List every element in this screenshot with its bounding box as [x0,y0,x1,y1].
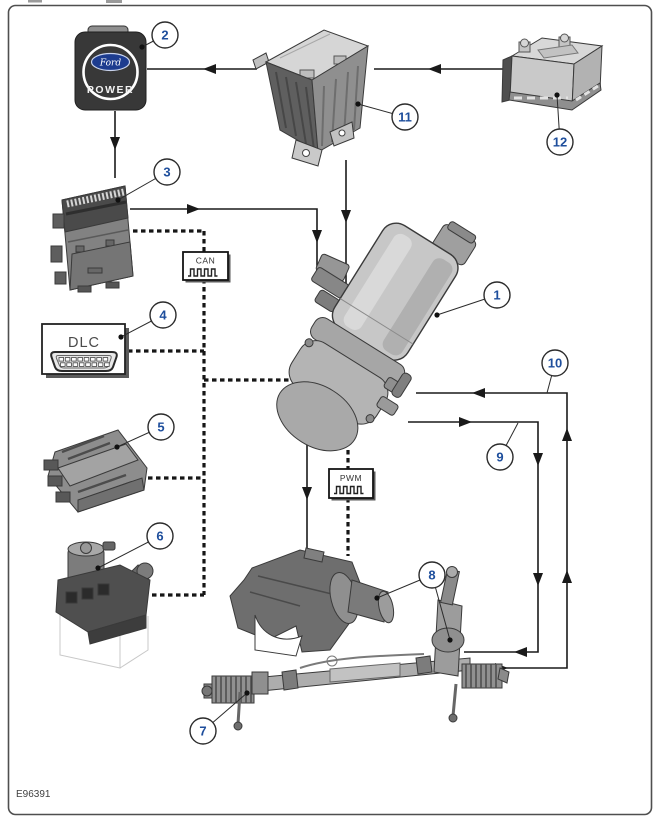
svg-text:7: 7 [199,724,206,739]
svg-text:1: 1 [493,288,500,303]
svg-text:10: 10 [548,356,562,371]
ford-power-start-button: Ford POWER [74,25,147,111]
dlc-pins [58,357,110,367]
can-label: CAN [196,256,215,266]
svg-text:5: 5 [157,420,164,435]
svg-text:6: 6 [156,529,163,544]
dlc-label: DLC [68,335,100,351]
callout-4: 4 [149,301,177,329]
square-wave-icon [188,268,218,277]
abs-unit-illustration [55,541,154,669]
callout-7: 7 [189,717,217,745]
callout-11: 11 [391,103,419,131]
button-ring [82,43,139,101]
callout-12: 12 [546,128,574,156]
cropped-text-fragment [28,0,42,3]
ford-logo-oval [90,52,131,72]
svg-text:9: 9 [496,450,503,465]
can-bus-box: CAN [182,251,231,283]
svg-text:8: 8 [428,568,435,583]
callout-3: 3 [153,158,181,186]
svg-text:3: 3 [163,165,170,180]
callout-9: 9 [486,443,514,471]
power-button-label: POWER [87,84,134,96]
control-module-illustration [43,429,148,513]
cropped-text-fragment [106,0,122,3]
battery-illustration [501,33,604,111]
svg-text:4: 4 [159,308,167,323]
callout-1: 1 [483,281,511,309]
callout-10: 10 [541,349,569,377]
power-steering-pump-illustration [276,221,477,452]
svg-text:11: 11 [398,110,412,125]
ford-logo-script: Ford [99,59,121,69]
callouts: 1 2 3 4 5 6 7 8 [146,21,574,745]
callout-8: 8 [418,561,446,589]
drawing-code: E96391 [16,789,51,800]
pwm-label: PWM [340,473,362,483]
callout-5: 5 [147,413,175,441]
callout-2: 2 [151,21,179,49]
svg-text:12: 12 [553,135,567,150]
electronic-module-illustration [50,185,134,293]
pwm-bus-box: PWM [328,468,376,501]
power-flow-lines [110,64,572,673]
dlc-connector: DLC [41,323,129,378]
square-wave-icon [334,485,364,495]
callout-6: 6 [146,522,174,550]
engine-junction-box-illustration [252,29,370,167]
svg-text:2: 2 [161,28,168,43]
pump-bracket-illustration [229,547,395,657]
figure-border-frame [7,4,653,816]
